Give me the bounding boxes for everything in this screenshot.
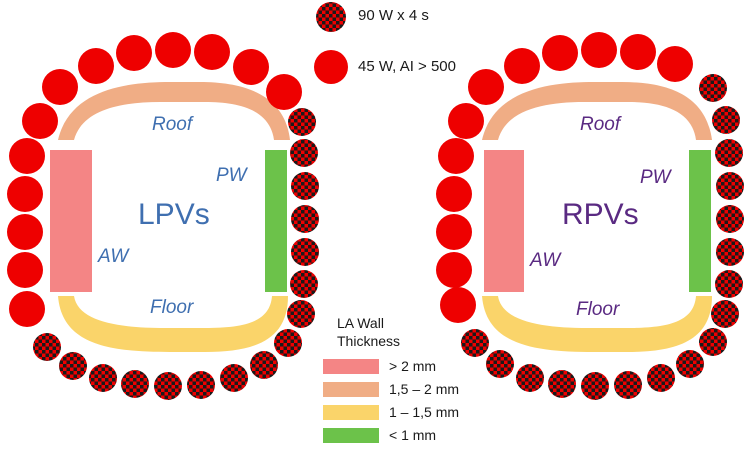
lesion-dot-90w: [220, 364, 248, 392]
lesion-dot-90w: [711, 300, 739, 328]
right-title: RPVs: [562, 198, 639, 231]
lesion-dot-45w: [436, 252, 472, 288]
left-roof-wall: [58, 82, 290, 140]
lesion-dot-90w: [712, 106, 740, 134]
lesion-dot-45w: [448, 103, 484, 139]
lesion-dot-90w: [121, 370, 149, 398]
lesion-dot-45w: [7, 214, 43, 250]
lesion-dot-90w: [288, 108, 316, 136]
left-atrium-walls: [50, 82, 290, 352]
lesion-dot-45w: [233, 49, 269, 85]
left-posterior-wall: [265, 150, 287, 292]
legend-label-90w: 90 W x 4 s: [358, 7, 429, 24]
lesion-dot-90w: [291, 205, 319, 233]
right-roof-label: Roof: [580, 114, 621, 135]
right-floor-label: Floor: [576, 299, 620, 320]
lesion-dot-90w: [647, 364, 675, 392]
wall-legend-title-2: Thickness: [337, 333, 401, 349]
right-floor-wall: [482, 296, 712, 352]
left-roof-label: Roof: [152, 114, 193, 135]
lesion-dot-45w: [9, 291, 45, 327]
lesion-dot-45w: [266, 74, 302, 110]
lesion-dot-90w: [581, 372, 609, 400]
legend-dot-45w: [314, 50, 348, 84]
lesion-dot-90w: [716, 238, 744, 266]
lesion-dot-90w: [614, 371, 642, 399]
left-lesions-45w: [7, 32, 302, 327]
left-title: LPVs: [138, 198, 210, 231]
lesion-dot-90w: [699, 328, 727, 356]
lesion-dot-90w: [287, 300, 315, 328]
lesion-dot-45w: [22, 103, 58, 139]
lesion-dot-45w: [436, 176, 472, 212]
lesion-dot-90w: [699, 74, 727, 102]
legend-label-1-5-2: 1,5 – 2 mm: [389, 381, 460, 397]
dot-legend: [314, 2, 348, 84]
legend-swatch-1-1-5: [323, 405, 379, 420]
lesion-dot-45w: [155, 32, 191, 68]
lesion-dot-90w: [715, 270, 743, 298]
lesion-dot-45w: [440, 287, 476, 323]
lesion-dot-90w: [274, 329, 302, 357]
lesion-dot-45w: [116, 35, 152, 71]
lesion-dot-90w: [676, 350, 704, 378]
left-lesions-90w: [33, 108, 319, 400]
right-roof-wall: [482, 82, 712, 140]
legend-label-45w: 45 W, AI > 500: [358, 58, 456, 75]
lesion-dot-45w: [42, 69, 78, 105]
lesion-dot-45w: [657, 46, 693, 82]
right-atrium-walls: [482, 82, 712, 352]
lesion-dot-45w: [194, 34, 230, 70]
lesion-dot-45w: [468, 69, 504, 105]
legend-swatch-lt1: [323, 428, 379, 443]
lesion-dot-90w: [291, 172, 319, 200]
lesion-dot-90w: [715, 139, 743, 167]
left-floor-label: Floor: [150, 297, 194, 318]
wall-legend-title-1: LA Wall: [337, 315, 384, 331]
lesion-dot-45w: [436, 214, 472, 250]
lesion-dot-90w: [516, 364, 544, 392]
lesion-dot-45w: [78, 48, 114, 84]
lesion-dot-90w: [187, 371, 215, 399]
right-pw-label: PW: [640, 167, 671, 188]
legend-label-1-1-5: 1 – 1,5 mm: [389, 404, 460, 420]
lesion-dot-45w: [7, 252, 43, 288]
legend-swatch-gt2: [323, 359, 379, 374]
legend-label-lt1: < 1 mm: [389, 427, 437, 443]
lesion-dot-45w: [620, 34, 656, 70]
lesion-dot-90w: [154, 372, 182, 400]
right-anterior-wall: [484, 150, 524, 292]
left-floor-wall: [58, 296, 288, 352]
lesion-dot-90w: [59, 352, 87, 380]
lesion-dot-90w: [291, 238, 319, 266]
lesion-dot-90w: [548, 370, 576, 398]
legend-swatch-1-5-2: [323, 382, 379, 397]
lesion-dot-90w: [716, 205, 744, 233]
lesion-dot-90w: [89, 364, 117, 392]
right-lesions-45w: [436, 32, 693, 323]
left-anterior-wall: [50, 150, 92, 292]
legend-dot-90w: [316, 2, 346, 32]
legend-label-gt2: > 2 mm: [389, 358, 437, 374]
left-pw-label: PW: [216, 165, 247, 186]
lesion-dot-90w: [250, 351, 278, 379]
lesion-dot-45w: [581, 32, 617, 68]
lesion-dot-90w: [716, 172, 744, 200]
right-aw-label: AW: [530, 250, 561, 271]
lesion-dot-90w: [461, 329, 489, 357]
right-posterior-wall: [689, 150, 711, 292]
lesion-dot-45w: [504, 48, 540, 84]
lesion-dot-90w: [290, 139, 318, 167]
lesion-dot-45w: [9, 138, 45, 174]
lesion-dot-90w: [486, 350, 514, 378]
lesion-dot-45w: [7, 176, 43, 212]
lesion-dot-90w: [290, 270, 318, 298]
right-lesions-90w: [461, 74, 744, 400]
left-aw-label: AW: [98, 246, 129, 267]
lesion-dot-45w: [542, 35, 578, 71]
lesion-dot-45w: [438, 138, 474, 174]
lesion-dot-90w: [33, 333, 61, 361]
